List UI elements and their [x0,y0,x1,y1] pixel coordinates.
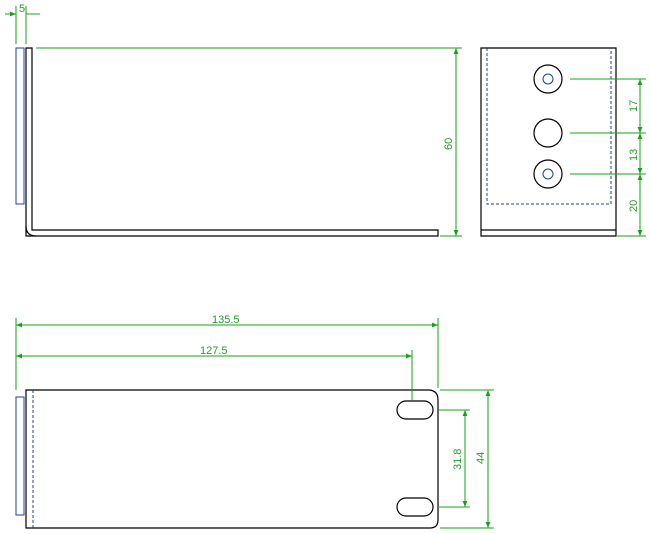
dim-side-height: 60 [36,47,462,237]
dim-hole-pitch: 17 13 20 [570,78,646,237]
dim-slot-spacing-label: 31.8 [452,449,464,470]
front-view [15,47,439,237]
dim-slot-center: 127.5 [16,345,413,400]
dim-hole-pitch-upper-label: 17 [628,100,640,112]
top-view-flange-panel [15,396,25,516]
dim-base-width-label: 44 [475,452,487,464]
top-view-slot-lower [396,497,434,517]
side-view-hidden-flange [486,48,612,205]
side-view-hole-upper-inner [542,73,554,85]
side-view-hole-middle [533,118,563,148]
top-view [15,389,439,529]
dim-flange-thickness: 5 [5,3,40,44]
dim-bottom-offset-label: 20 [628,200,640,212]
dim-slot-center-label: 127.5 [200,345,228,357]
front-view-flange-panel [15,47,25,205]
side-view-hole-lower [533,159,563,189]
side-view-hole-upper [533,64,563,94]
side-view-hole-lower-inner [542,168,554,180]
top-view-slot-upper [396,400,434,420]
side-view [480,47,617,237]
dim-hole-pitch-lower-label: 13 [628,149,640,161]
front-view-inner-bend [25,225,37,237]
side-view-outline [480,47,617,237]
top-view-base-outline [25,389,439,529]
dim-flange-thickness-label: 5 [19,3,25,15]
dim-overall-length-label: 135.5 [212,314,240,326]
dim-side-height-label: 60 [443,138,455,150]
dim-top-view-widths: 31.8 44 [438,389,494,529]
front-view-bracket-profile [25,47,439,237]
